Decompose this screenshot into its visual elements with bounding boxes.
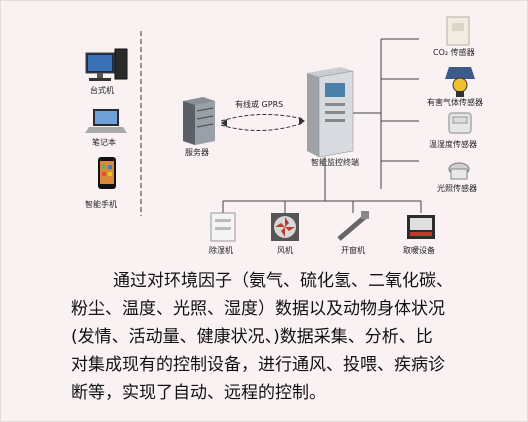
heating-device-icon [407,215,435,239]
laptop-label: 笔记本 [92,138,116,147]
desktop-label: 台式机 [90,86,114,95]
co2-sensor-label: CO₂ 传感器 [433,48,475,57]
system-diagram [85,16,475,242]
heating-device-label: 取暖设备 [403,246,435,255]
description-paragraph: 通过对环境因子（氨气、硫化氢、二氧化碳、 粉尘、温度、光照、湿度）数据以及动物身… [71,267,511,407]
window-opener-label: 开窗机 [341,246,365,255]
harmful-gas-sensor-label: 有害气体传感器 [427,98,483,107]
temp-humidity-sensor-icon [448,112,472,134]
paragraph-line: 断等，实现了自动、远程的控制。 [71,379,511,407]
paragraph-line-text: 对集成现有的控制设备，进行通风、投喂、疾病诊 [71,355,445,375]
paragraph-line: (发情、活动量、健康状况、)数据采集、分析、比 [71,323,511,351]
desktop-icon [85,48,128,81]
window-opener-icon [337,211,369,241]
paragraph-line: 粉尘、温度、光照、湿度）数据以及动物身体状况 [71,295,511,323]
fan-icon [271,213,299,241]
fan-label: 风机 [277,246,293,255]
link-label: 有线或 GPRS [235,100,284,109]
phone-icon [98,157,116,189]
server-icon [183,97,215,145]
harmful-gas-sensor-icon [445,67,475,97]
link-arrow [220,114,305,131]
actuator-bracket [222,157,422,213]
paragraph-line-text: (发情、活动量、健康状况、)数据采集、分析、比 [71,327,433,347]
paragraph-line-text: 通过对环境因子（氨气、硫化氢、二氧化碳、 [113,271,453,291]
paragraph-line: 通过对环境因子（氨气、硫化氢、二氧化碳、 [71,267,511,295]
paragraph-line: 对集成现有的控制设备，进行通风、投喂、疾病诊 [71,351,511,379]
dehumidifier-label: 除湿机 [209,246,233,255]
temp-humidity-sensor-label: 温湿度传感器 [429,140,477,149]
light-sensor-icon [448,162,470,180]
dehumidifier-icon [210,212,236,242]
paragraph-line-text: 断等，实现了自动、远程的控制。 [71,383,326,403]
server-label: 服务器 [185,148,209,157]
light-sensor-label: 光照传感器 [437,184,477,193]
paragraph-line-text: 粉尘、温度、光照、湿度）数据以及动物身体状况 [71,299,445,319]
terminal-cabinet-icon [307,67,354,158]
phone-label: 智能手机 [85,200,117,209]
sensor-bracket [353,38,419,189]
terminal-label: 智能监控终端 [311,158,359,167]
laptop-icon [85,109,127,133]
co2-sensor-icon [446,16,470,46]
